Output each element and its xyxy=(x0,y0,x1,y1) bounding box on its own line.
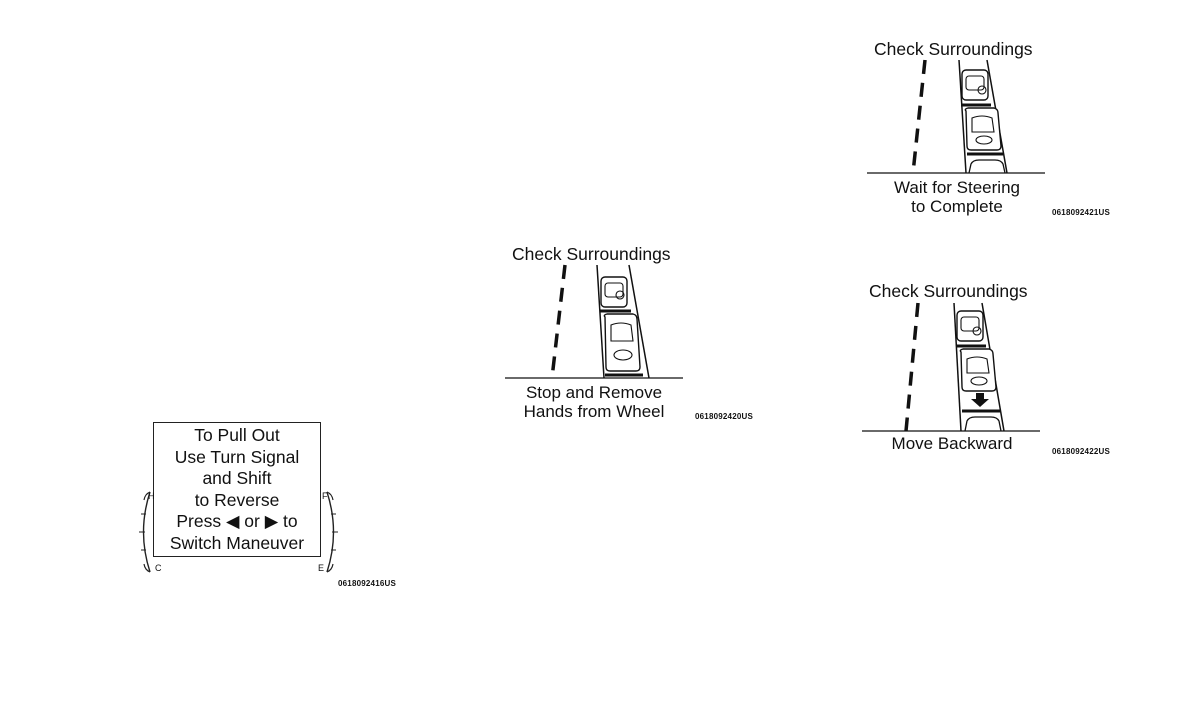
scene-caption: Move Backward xyxy=(870,434,1034,453)
message-line: Press ◀ or ▶ to xyxy=(176,511,297,533)
scene-title: Check Surroundings xyxy=(869,281,1028,302)
caption-line: to Complete xyxy=(875,197,1039,216)
cluster-message-box: To Pull Out Use Turn Signal and Shift to… xyxy=(153,422,321,557)
caption-line: Wait for Steering xyxy=(875,178,1039,197)
figure-code: 0618092421US xyxy=(1052,208,1110,217)
scene-title: Check Surroundings xyxy=(512,244,671,265)
scene-caption: Stop and Remove Hands from Wheel xyxy=(512,383,676,421)
figure-code: 0618092420US xyxy=(695,412,753,421)
message-line: and Shift xyxy=(202,468,271,490)
parking-scene-illustration xyxy=(505,265,685,380)
caption-line: Hands from Wheel xyxy=(512,402,676,421)
caption-line: Move Backward xyxy=(870,434,1034,453)
message-line: to Reverse xyxy=(195,490,280,512)
fuel-gauge-icon xyxy=(321,490,341,574)
message-line: Switch Maneuver xyxy=(170,533,304,555)
parking-scene-illustration xyxy=(867,60,1047,175)
scene-caption: Wait for Steering to Complete xyxy=(875,178,1039,216)
caption-line: Stop and Remove xyxy=(512,383,676,402)
figure-code: 0618092422US xyxy=(1052,447,1110,456)
gauge-letter: C xyxy=(155,563,162,573)
gauge-letter: H xyxy=(148,491,155,501)
figure-code: 0618092416US xyxy=(338,579,396,588)
message-line: To Pull Out xyxy=(194,425,280,447)
parking-scene-illustration xyxy=(862,303,1042,433)
scene-title: Check Surroundings xyxy=(874,39,1033,60)
arrow-down-icon xyxy=(971,393,989,407)
message-line: Use Turn Signal xyxy=(175,447,300,469)
gauge-letter: F xyxy=(322,491,328,501)
temperature-gauge-icon xyxy=(136,490,156,574)
gauge-letter: E xyxy=(318,563,324,573)
